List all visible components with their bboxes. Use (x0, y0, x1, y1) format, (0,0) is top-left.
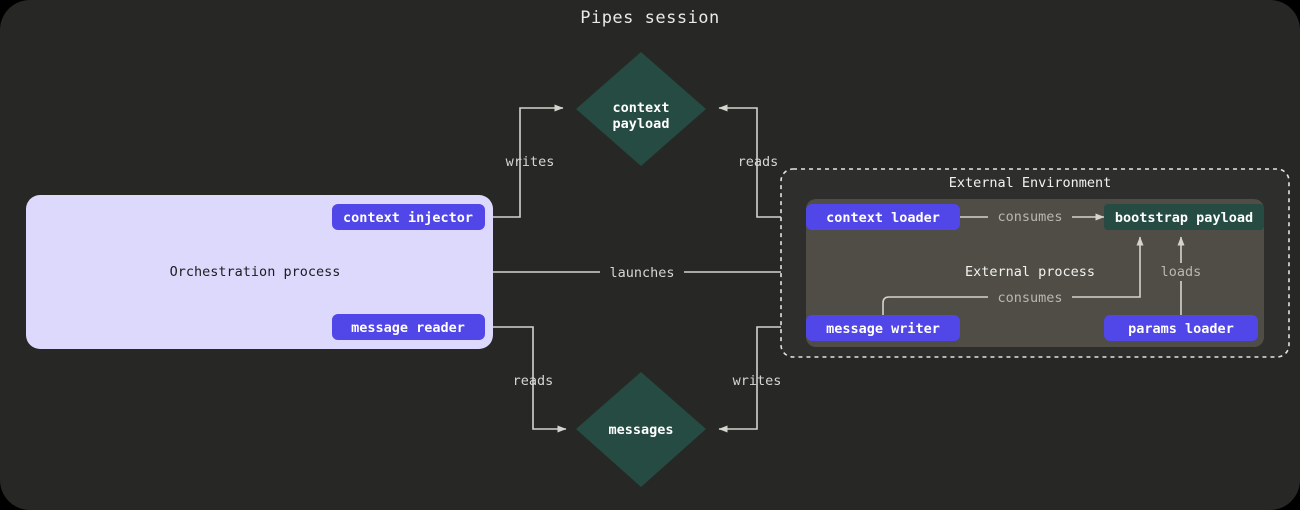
node-message-reader-label: message reader (351, 320, 465, 336)
node-context-injector-label: context injector (343, 210, 473, 226)
node-message-writer[interactable]: message writer (806, 315, 960, 341)
edge-writes-context-payload: writes (485, 104, 564, 218)
node-context-injector[interactable]: context injector (332, 204, 485, 230)
edge-label-launches: launches (609, 265, 674, 281)
edge-label-reads-messages: reads (513, 373, 554, 389)
page-title: Pipes session (580, 8, 720, 28)
external-environment-group: External Environment External process co… (780, 168, 1290, 358)
edge-launches: launches (493, 262, 801, 282)
node-context-loader-label: context loader (826, 210, 940, 226)
node-bootstrap-payload-label: bootstrap payload (1115, 210, 1253, 226)
edge-label-consumes-message-writer: consumes (997, 290, 1062, 306)
edge-label-loads: loads (1161, 264, 1202, 280)
node-params-loader-label: params loader (1128, 321, 1234, 337)
orchestration-process-panel: Orchestration process context injector m… (26, 195, 493, 349)
edge-context-loader-consumes: consumes (960, 208, 1105, 226)
node-context-payload[interactable]: context payload (576, 52, 706, 166)
edge-label-consumes-context-loader: consumes (997, 209, 1062, 225)
node-messages[interactable]: messages (576, 372, 706, 487)
orchestration-process-label: Orchestration process (170, 264, 341, 280)
external-process-label: External process (965, 264, 1095, 280)
edge-params-loader-loads: loads (1155, 236, 1209, 315)
edge-label-writes-messages: writes (733, 373, 782, 389)
edge-message-writer-consumes: consumes (882, 236, 1144, 315)
node-context-payload-label-line1: context (613, 100, 670, 116)
node-params-loader[interactable]: params loader (1104, 315, 1258, 341)
edge-label-writes-context: writes (506, 154, 555, 170)
node-context-loader[interactable]: context loader (806, 204, 960, 230)
external-process-box (806, 199, 1264, 347)
node-message-reader[interactable]: message reader (332, 314, 485, 340)
node-bootstrap-payload[interactable]: bootstrap payload (1104, 204, 1264, 230)
edge-label-reads-context: reads (738, 154, 779, 170)
node-message-writer-label: message writer (826, 321, 940, 337)
external-environment-label: External Environment (949, 175, 1112, 191)
node-context-payload-label-line2: payload (613, 116, 670, 132)
node-messages-label: messages (608, 422, 673, 438)
edge-reads-messages: reads (485, 326, 567, 433)
